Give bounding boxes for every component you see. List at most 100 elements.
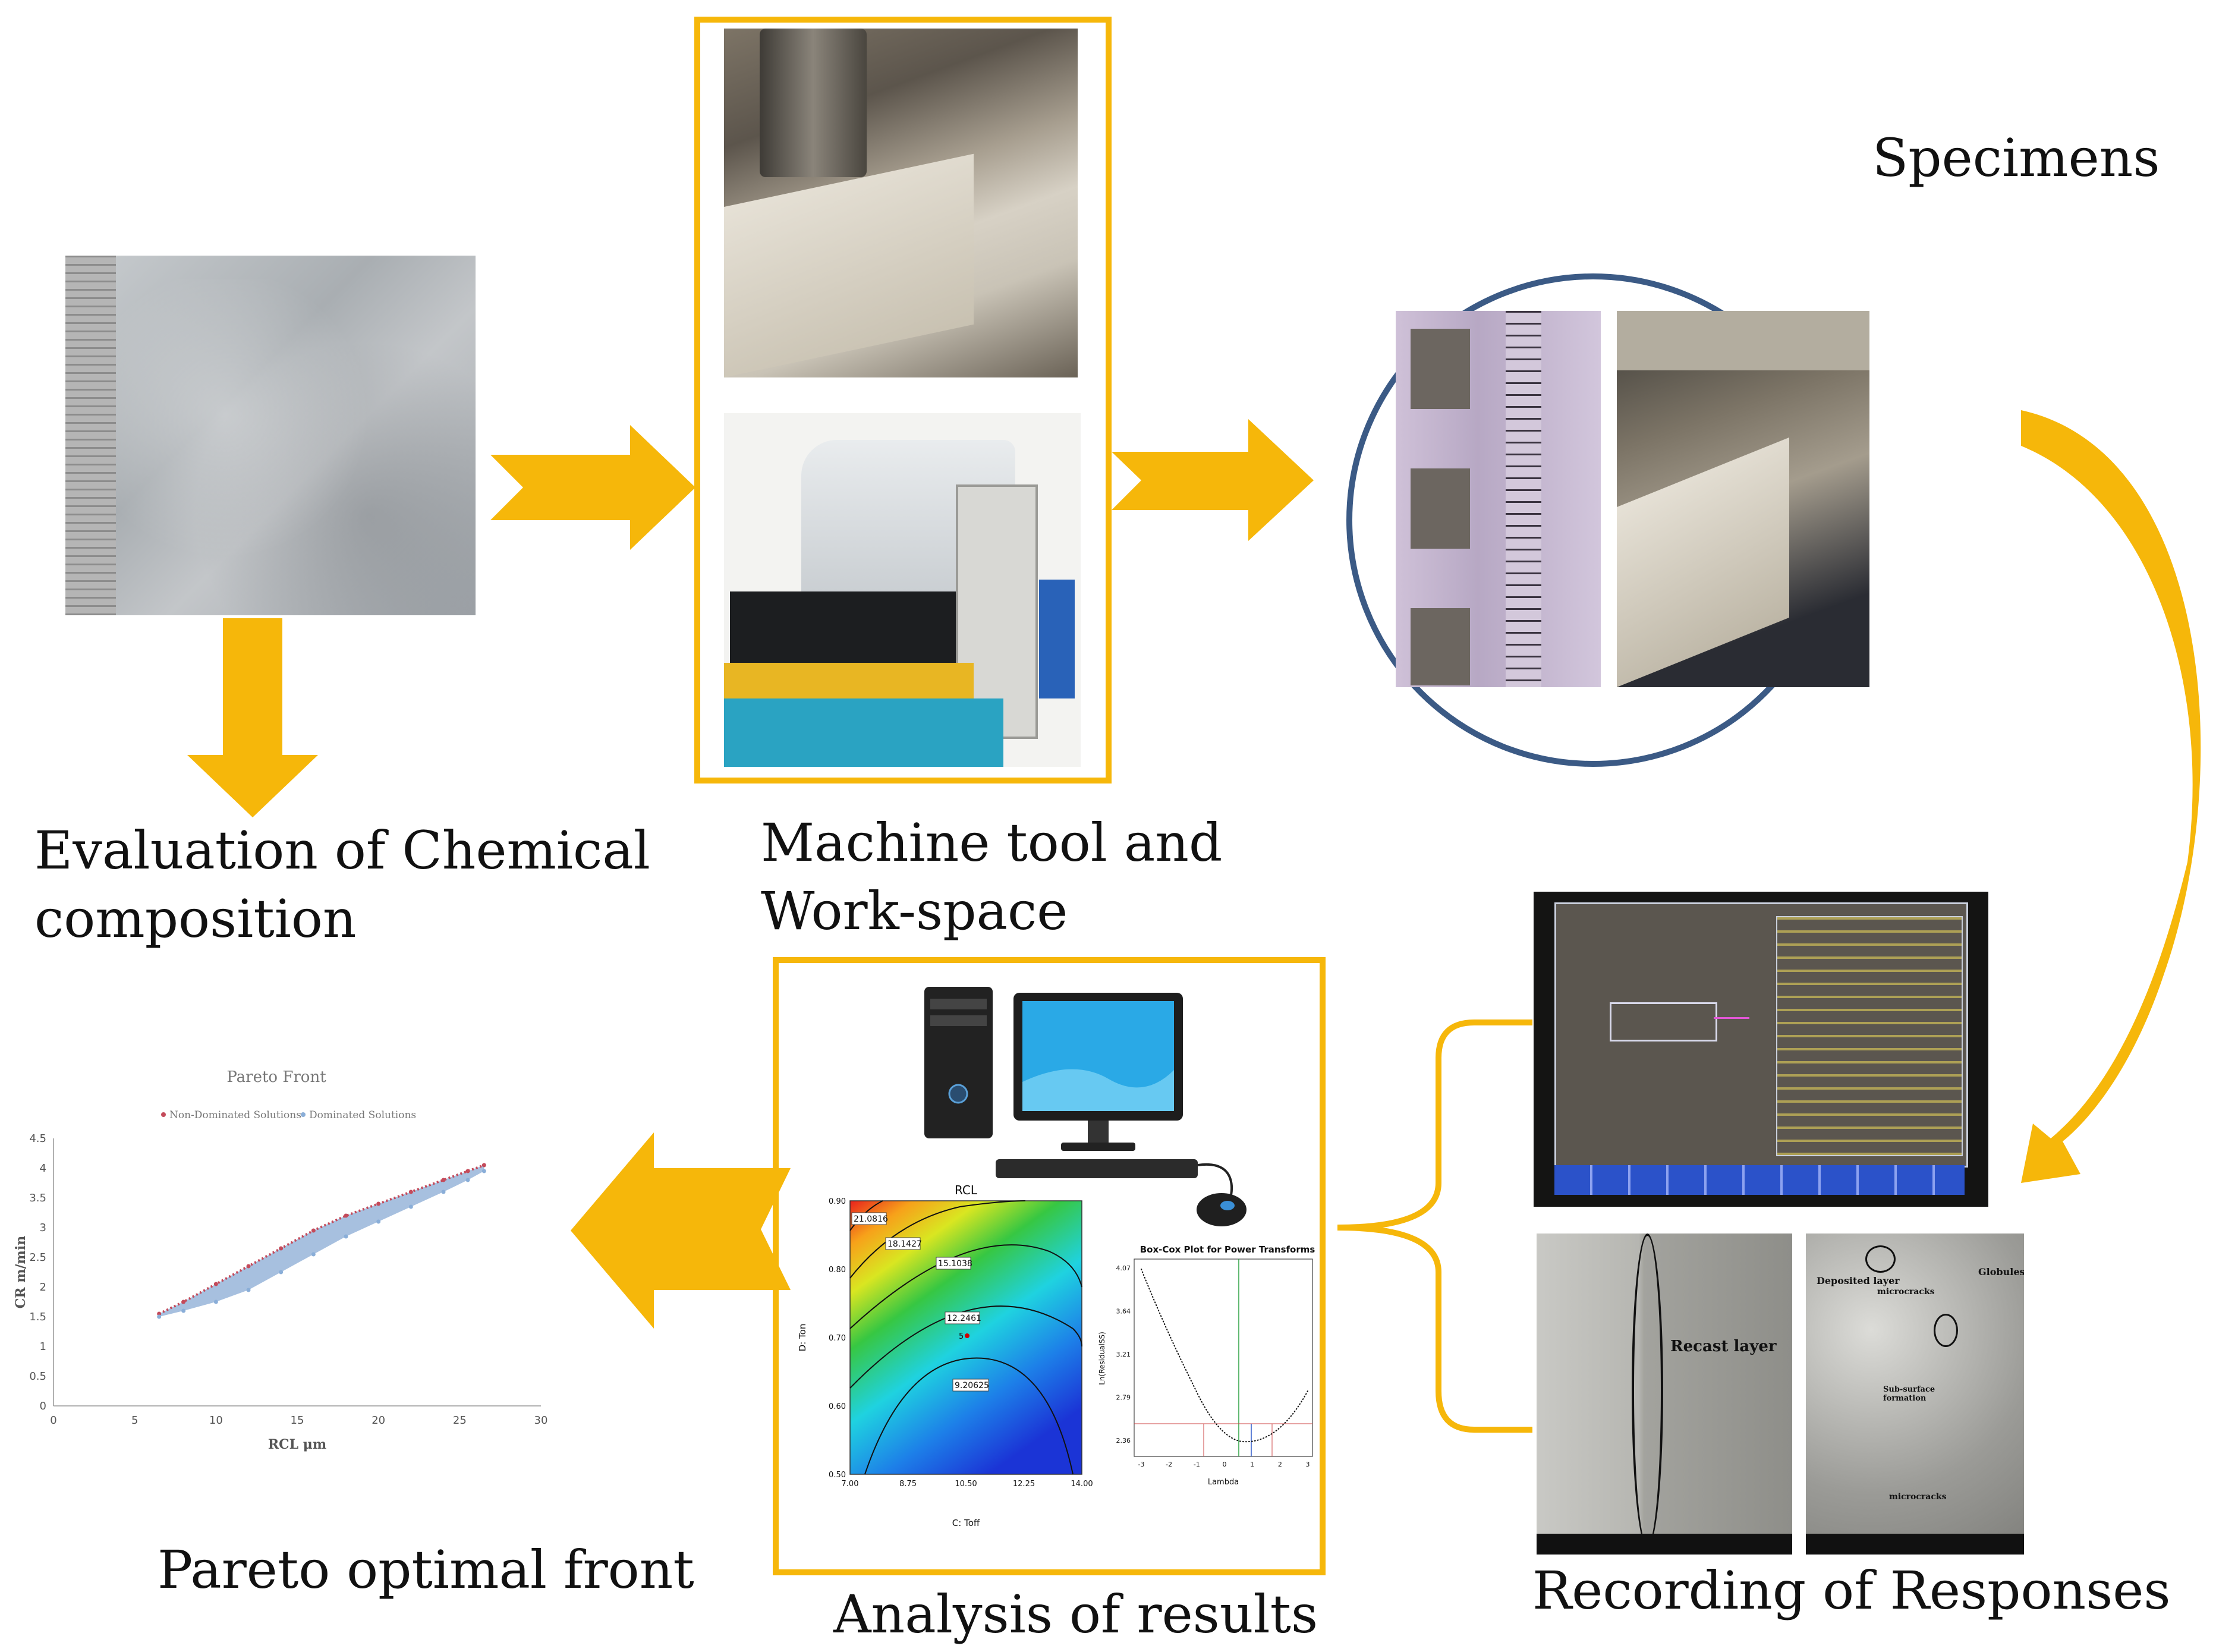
contour-ytick-4: 0.90 — [829, 1197, 846, 1206]
contour-ytick-3: 0.80 — [829, 1266, 846, 1275]
contour-title: RCL — [955, 1183, 978, 1197]
boxcox-ylabel: Ln(ResidualSS) — [1098, 1332, 1106, 1385]
pareto-ytick-2: 1 — [40, 1341, 46, 1353]
dominated-point-9 — [441, 1190, 446, 1194]
ruler — [1506, 311, 1541, 687]
contour-yticks: 0.500.600.700.800.90 — [829, 1197, 846, 1480]
sem-databar-1 — [1537, 1534, 1792, 1555]
boxcox-xtick-5: 2 — [1278, 1461, 1282, 1468]
globule-circle-1 — [1865, 1245, 1896, 1273]
legend-nondominated: Non-Dominated Solutions — [169, 1109, 301, 1121]
boxcox-xtick-2: -1 — [1194, 1461, 1200, 1468]
machine-caption-line1: Machine tool and — [761, 812, 1223, 873]
screen-wave — [1022, 1069, 1174, 1111]
dominated-point-1 — [181, 1308, 186, 1313]
curved-arrow — [2021, 410, 2201, 1183]
pareto-xlabel: RCL μm — [268, 1437, 326, 1452]
tower — [924, 987, 993, 1138]
pareto-xtick-5: 25 — [453, 1414, 467, 1427]
boxcox-ytick-3: 2.79 — [1116, 1394, 1131, 1402]
plate-photo — [65, 256, 476, 615]
wire-guide — [760, 29, 867, 177]
softkey-bar — [1554, 1165, 1965, 1195]
boxcox-curve — [1141, 1269, 1308, 1443]
pareto-ytick-3: 1.5 — [29, 1311, 46, 1323]
nondominated-point-3 — [246, 1264, 251, 1269]
dominated-point-5 — [311, 1252, 316, 1257]
contour-xtick-3: 12.25 — [1013, 1480, 1035, 1489]
specimen-block-3 — [1411, 608, 1470, 685]
pareto-xtick-1: 5 — [131, 1414, 138, 1427]
chem-caption-line1: Evaluation of Chemical — [34, 820, 650, 881]
machine-base — [724, 698, 1003, 767]
profile-path — [1714, 1017, 1749, 1019]
arrow-left — [571, 1132, 791, 1329]
fixture-plate — [1617, 311, 1869, 370]
boxcox-yticks: 4.073.643.212.792.36 — [1116, 1264, 1131, 1445]
dominated-band — [159, 1165, 484, 1317]
nondominated-point-9 — [441, 1178, 446, 1182]
machine-caption-line2: Work-space — [761, 880, 1068, 942]
specimen-photo-2 — [1617, 311, 1869, 687]
nondominated-point-8 — [408, 1190, 413, 1194]
recast-label: Recast layer — [1670, 1338, 1777, 1355]
pareto-xtick-2: 10 — [209, 1414, 223, 1427]
legend-nondominated-marker — [161, 1112, 166, 1117]
design-point — [965, 1333, 970, 1338]
ruler-strip — [65, 256, 116, 615]
pareto-ytick-7: 3.5 — [29, 1192, 46, 1204]
keyboard — [996, 1159, 1198, 1178]
contour-xtick-0: 7.00 — [842, 1480, 859, 1489]
dominated-point-6 — [344, 1234, 348, 1239]
pareto-ytick-6: 3 — [40, 1222, 46, 1234]
monitor-stand — [1088, 1121, 1109, 1144]
globules-label: Globules — [1978, 1266, 2024, 1277]
dominated-point-11 — [481, 1169, 486, 1173]
computer-illustration — [924, 987, 1246, 1226]
dominated-point-4 — [279, 1270, 284, 1275]
boxcox-area — [1134, 1258, 1313, 1457]
pareto-yticks: 00.511.522.533.544.5 — [29, 1132, 46, 1412]
boxcox-ytick-2: 3.21 — [1116, 1351, 1131, 1358]
profile-rectangle — [1610, 1002, 1717, 1041]
pareto-xtick-0: 0 — [50, 1414, 56, 1427]
contour-ytick-2: 0.70 — [829, 1334, 846, 1343]
contour-ylabel: D: Ton — [797, 1324, 808, 1352]
controller-screen-photo — [1534, 892, 1988, 1207]
contour-xtick-2: 10.50 — [955, 1480, 977, 1489]
specimen-photo-1 — [1396, 311, 1601, 687]
tank-frame — [724, 663, 974, 698]
analysis-frame — [773, 957, 1326, 1575]
machine-closeup-photo — [724, 29, 1078, 377]
deposited-layer-label: Deposited layer — [1817, 1275, 1900, 1286]
plate-texture — [116, 279, 476, 615]
legend-dominated: Dominated Solutions — [309, 1109, 416, 1121]
pareto-ytick-4: 2 — [40, 1281, 46, 1294]
contour-labels: 21.0816 18.1427 15.1038 12.2461 9.20625 — [851, 1212, 989, 1392]
chem-caption-line2: composition — [34, 888, 357, 949]
machine-workspace-photo — [724, 413, 1081, 767]
boxcox-plot: Box-Cox Plot for Power Transforms 4.07 3.… — [1098, 1244, 1315, 1487]
boxcox-ytick-1: 3.64 — [1116, 1308, 1131, 1316]
design-point-label: 5 — [959, 1332, 964, 1341]
mouse-glow — [1220, 1201, 1235, 1210]
nondominated-point-10 — [465, 1169, 470, 1173]
boxcox-xtick-0: -3 — [1138, 1461, 1145, 1468]
microcracks-label-1: microcracks — [1877, 1287, 1935, 1297]
dominated-point-10 — [465, 1178, 470, 1182]
legend-dominated-marker — [301, 1112, 306, 1117]
boxcox-xtick-1: -2 — [1166, 1461, 1172, 1468]
nondominated-point-2 — [213, 1282, 218, 1286]
pareto-chart: Pareto Front Non-Dominated Solutions Dom… — [13, 1068, 547, 1452]
subsurface-label: Sub-surface formation — [1883, 1385, 1935, 1403]
boxcox-title: Box-Cox Plot for Power Transforms — [1140, 1244, 1315, 1255]
specimen-block-2 — [1411, 468, 1470, 549]
boxcox-ytick-0: 4.07 — [1116, 1264, 1131, 1272]
boxcox-xtick-3: 0 — [1223, 1461, 1227, 1468]
contour-ytick-0: 0.50 — [829, 1471, 846, 1480]
contour-label-3: 15.1038 — [938, 1259, 972, 1269]
dominated-point-8 — [408, 1204, 413, 1209]
power-button — [948, 1084, 968, 1104]
